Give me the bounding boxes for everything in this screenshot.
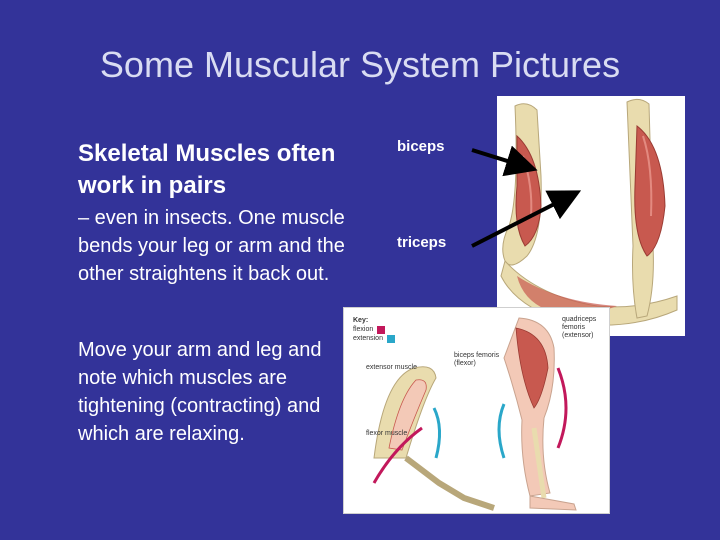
paragraph-muscle-pairs: – even in insects. One muscle bends your… [78,207,345,285]
extension-swatch [386,334,395,343]
leg-muscle-diagram: Key: flexion extension quadriceps femori… [343,307,610,514]
flexion-swatch [377,325,386,334]
key-flexion-label: flexion [353,326,374,333]
slide-title: Some Muscular System Pictures [99,44,621,85]
quadriceps-label: quadriceps femoris (extensor) [562,316,597,339]
biceps-arrow [471,145,538,177]
heading-skeletal-muscles: Skeletal Muscles often work in pairs [78,140,336,199]
biceps-femoris-label: biceps femoris (flexor) [454,352,500,367]
diagram-key: Key: flexion extension [353,316,395,343]
triceps-arrow [471,190,582,248]
key-title: Key: [353,317,369,324]
flexor-muscle-label: flexor muscle [366,430,408,437]
paragraph-move-arm-leg: Move your arm and leg and note which mus… [78,339,322,445]
biceps-label: biceps [397,138,445,155]
key-extension-label: extension [353,335,383,342]
extensor-muscle-label: extensor muscle [366,364,417,371]
triceps-label: triceps [397,234,447,251]
